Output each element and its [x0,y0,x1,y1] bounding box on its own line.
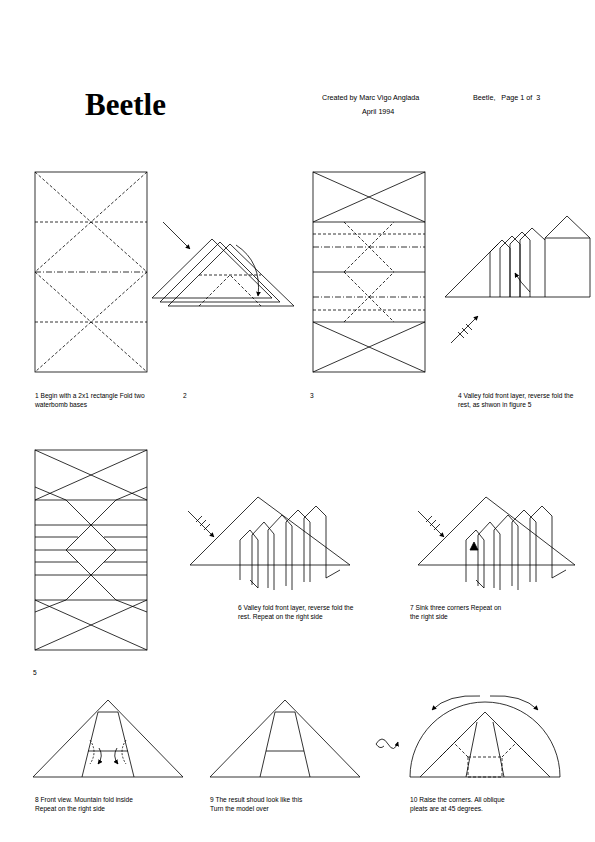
author-credit: Created by Marc Vigo Anglada [322,93,419,102]
figure-7-sink-corners [418,497,575,590]
page-title: Beetle [85,88,166,122]
step-caption: 6 Valley fold front layer, reverse fold … [238,603,360,621]
figure-5-crease-pattern [35,450,147,650]
step-caption: 10 Raise the corners. All oblique pleats… [410,795,520,813]
figure-3-crease-pattern [313,172,425,372]
figure-1-crease-pattern [35,172,147,372]
figure-9-result [210,700,360,777]
page-header: Beetle, Page 1 of 3 [473,93,540,102]
step-caption: 7 Sink three corners Repeat on the right… [410,603,505,621]
step-number: 2 [183,391,187,400]
figure-6-reverse-folds [188,497,350,590]
date: April 1994 [362,107,394,116]
step-number: 5 [33,668,37,677]
figure-2-waterbomb-bases [152,222,294,306]
step-caption: 4 Valley fold front layer, reverse fold … [458,391,580,409]
step-number: 3 [310,391,314,400]
turn-over-symbol [376,739,398,749]
step-caption: 9 The result shoud look like this Turn t… [210,795,310,813]
figure-4-pleated-base [445,216,590,343]
step-caption: 1 Begin with a 2x1 rectangle Fold two wa… [35,391,147,409]
step-caption: 8 Front view. Mountain fold inside Repea… [35,795,145,813]
figure-8-front-view [33,700,183,777]
figure-10-raise-corners [410,696,560,777]
